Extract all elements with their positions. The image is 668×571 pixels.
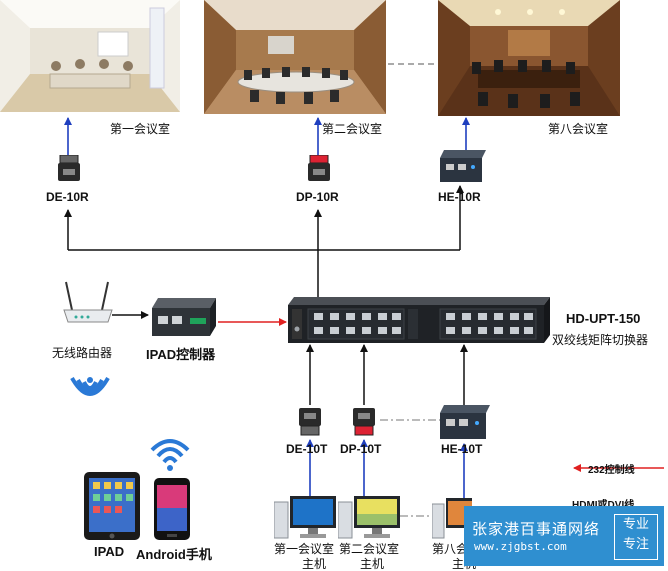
router-label: 无线路由器 bbox=[52, 346, 113, 360]
room8-photo bbox=[438, 0, 620, 116]
dp10t-label: DP-10T bbox=[340, 442, 382, 456]
matrix-desc-label: 双绞线矩阵切换器 bbox=[552, 333, 649, 347]
host1-label-b: 主机 bbox=[302, 557, 327, 571]
wifi-broadcast-icon bbox=[150, 436, 190, 478]
wireless-router bbox=[62, 280, 114, 330]
dp10r-label: DP-10R bbox=[296, 190, 339, 204]
host2-label-a: 第二会议室 bbox=[339, 542, 400, 556]
host1-computer bbox=[273, 496, 338, 544]
de10t-label: DE-10T bbox=[286, 442, 328, 456]
he10t-label: HE-10T bbox=[441, 442, 483, 456]
dp10t-device bbox=[353, 408, 375, 440]
watermark-tag-1: 专业 bbox=[622, 517, 649, 532]
host1-label-a: 第一会议室 bbox=[274, 542, 335, 556]
host2-label-b: 主机 bbox=[360, 557, 385, 571]
ipad-controller-label: IPAD控制器 bbox=[146, 347, 216, 362]
de10r-device bbox=[58, 154, 80, 185]
room1-photo bbox=[0, 0, 180, 112]
android-label: Android手机 bbox=[136, 547, 212, 562]
he10r-label: HE-10R bbox=[438, 190, 481, 204]
legend-hdmi-label: HDMI或DVI线 bbox=[572, 496, 634, 511]
wifi-signal-icon bbox=[68, 370, 112, 414]
de10t-device bbox=[299, 408, 321, 440]
ipad-tablet bbox=[84, 472, 140, 544]
watermark-banner: 张家港百事通网络 www.zjgbst.com 专业 专注 bbox=[464, 506, 664, 566]
de10r-label: DE-10R bbox=[46, 190, 89, 204]
ipad-controller bbox=[150, 298, 216, 342]
he10r-device bbox=[440, 150, 486, 188]
watermark-tag-2: 专注 bbox=[622, 537, 649, 552]
room1-label: 第一会议室 bbox=[110, 122, 171, 136]
dp10r-device bbox=[308, 154, 330, 185]
host8-label-a: 第八会 bbox=[432, 542, 469, 556]
watermark-name: 张家港百事通网络 bbox=[472, 520, 601, 538]
matrix-model-label: HD-UPT-150 bbox=[566, 311, 641, 326]
ipad-label: IPAD bbox=[94, 544, 125, 559]
host2-computer bbox=[337, 496, 402, 544]
matrix-switcher bbox=[288, 297, 550, 349]
watermark-url: www.zjgbst.com bbox=[474, 540, 567, 553]
room2-photo bbox=[204, 0, 386, 114]
watermark-tag: 专业 专注 bbox=[614, 514, 658, 560]
room2-label: 第二会议室 bbox=[322, 122, 383, 136]
room8-label: 第八会议室 bbox=[548, 122, 609, 136]
android-phone bbox=[154, 478, 190, 544]
he10t-device bbox=[440, 405, 490, 445]
legend-232-label: 232控制线 bbox=[588, 465, 635, 476]
